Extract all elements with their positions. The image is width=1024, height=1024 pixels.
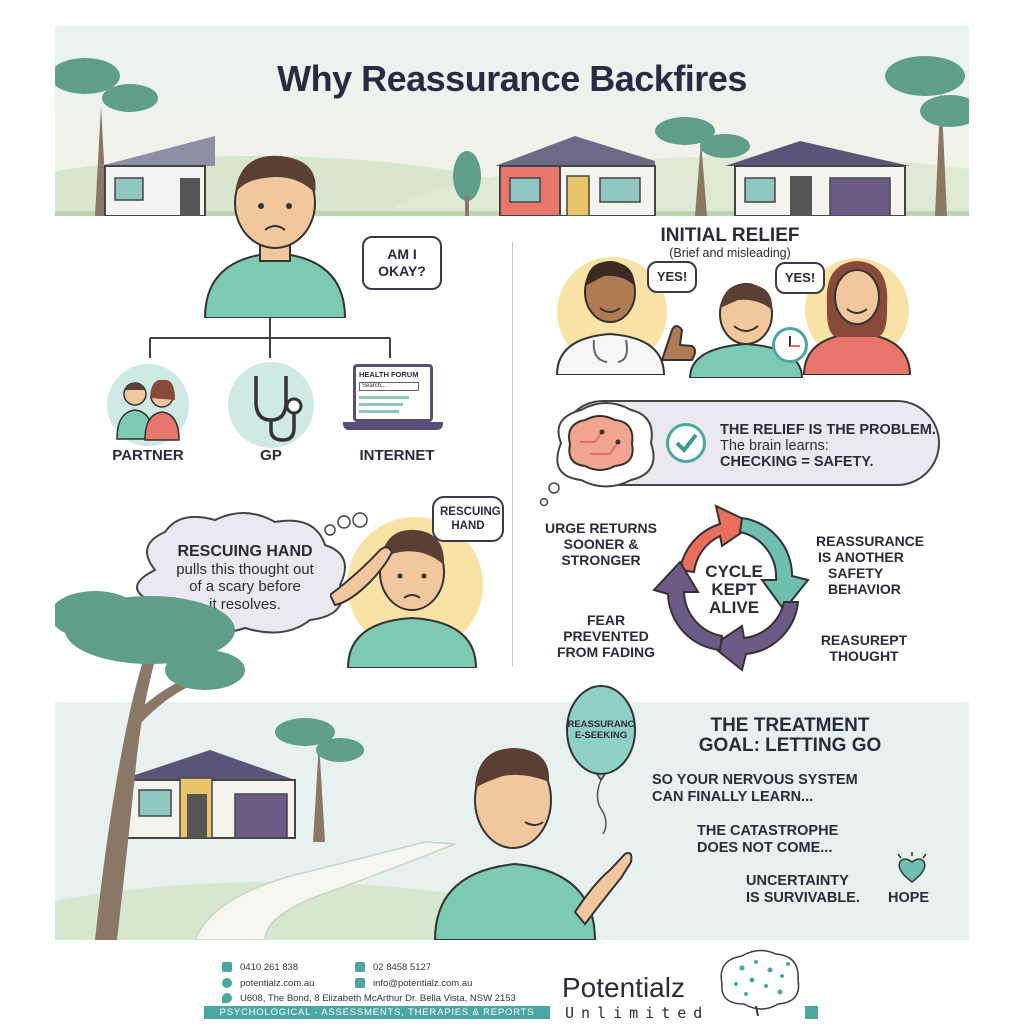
question-bubble: AM I OKAY?	[362, 236, 442, 290]
footer-fax[interactable]: 02 8458 5127	[355, 962, 431, 973]
rescuing-body-2: of a scary before	[189, 578, 301, 596]
cycle-center-label: CYCLE KEPT ALIVE	[705, 562, 763, 617]
stethoscope-icon	[228, 362, 314, 448]
partner-illustration	[802, 258, 912, 375]
brain-icon	[568, 415, 634, 471]
globe-icon	[222, 978, 232, 989]
cycle-arrows	[652, 504, 810, 672]
branch-connector	[149, 318, 391, 358]
brand-name: Potentialz	[562, 972, 685, 1003]
problem-line-3: CHECKING = SAFETY.	[720, 454, 874, 470]
doctor-illustration	[555, 257, 696, 375]
brand-subtitle: Unlimited	[565, 1004, 710, 1022]
page-title: Why Reassurance Backfires	[277, 58, 747, 99]
fax-icon	[355, 962, 365, 973]
footer-website[interactable]: potentialz.com.au	[222, 978, 314, 989]
brain-logo-icon	[720, 949, 800, 1016]
column-divider	[512, 242, 513, 666]
footer-tagline: PSYCHOLOGICAL - ASSESSMENTS, THERAPIES &…	[204, 1006, 550, 1019]
checkmark-icon	[666, 423, 706, 463]
rescued-person-illustration	[330, 517, 483, 668]
phone-icon	[222, 962, 232, 973]
problem-line-2: The brain learns:	[720, 438, 829, 454]
brand-accent-square	[805, 1006, 818, 1019]
footer-phone[interactable]: 0410 261 838	[222, 962, 298, 973]
rescuing-text-block: RESCUING HAND pulls this thought out of …	[140, 543, 350, 613]
cycle-label-safety: REASSURANCE IS ANOTHER SAFETY BEHAVIOR	[816, 533, 925, 598]
letting-go-person-illustration	[433, 748, 633, 940]
doctor-yes-bubble: YES!	[647, 261, 697, 293]
heart-icon	[897, 852, 927, 883]
relief-heading: INITIAL RELIEF	[660, 225, 800, 246]
rescuing-body-3: it resolves.	[209, 595, 281, 613]
relief-problem-text: THE RELIEF IS THE PROBLEM. The brain lea…	[720, 422, 940, 470]
forum-title: HEALTH FORUM	[359, 370, 419, 379]
hope-label: HOPE	[888, 890, 930, 906]
rescuing-body-1: pulls this thought out	[176, 561, 314, 578]
big-tree-illustration	[55, 591, 245, 940]
relief-subheading: (Brief and misleading)	[669, 246, 791, 260]
partner-yes-bubble: YES!	[775, 262, 825, 294]
header-banner	[55, 26, 969, 216]
source-label-internet: INTERNET	[359, 447, 435, 464]
footer-address: U608, The Bond, 8 Elizabeth McArthur Dr.…	[222, 993, 516, 1004]
rescuing-heading: RESCUING HAND	[177, 543, 313, 560]
laptop-icon: HEALTH FORUM Search...	[343, 362, 443, 432]
balloon-label: REASSURANCE-SEEKING	[567, 719, 635, 741]
rescuing-hand-bubble: RESCUING HAND	[432, 496, 504, 542]
neighborhood-illustration	[55, 56, 969, 216]
footer-email[interactable]: info@potentialz.com.au	[355, 978, 472, 989]
email-icon	[355, 978, 365, 989]
treatment-heading: THE TREATMENT GOAL: LETTING GO	[698, 715, 882, 756]
thought-dots	[324, 512, 368, 536]
problem-line-1: THE RELIEF IS THE PROBLEM.	[720, 422, 936, 438]
source-label-partner: PARTNER	[112, 447, 184, 464]
couple-icon	[107, 364, 189, 446]
worried-person-illustration	[203, 155, 347, 318]
balloon-icon	[566, 685, 636, 834]
location-pin-icon	[222, 993, 232, 1004]
forum-search-box: Search...	[359, 382, 419, 391]
clock-icon	[772, 327, 808, 363]
source-label-gp: GP	[260, 447, 282, 464]
